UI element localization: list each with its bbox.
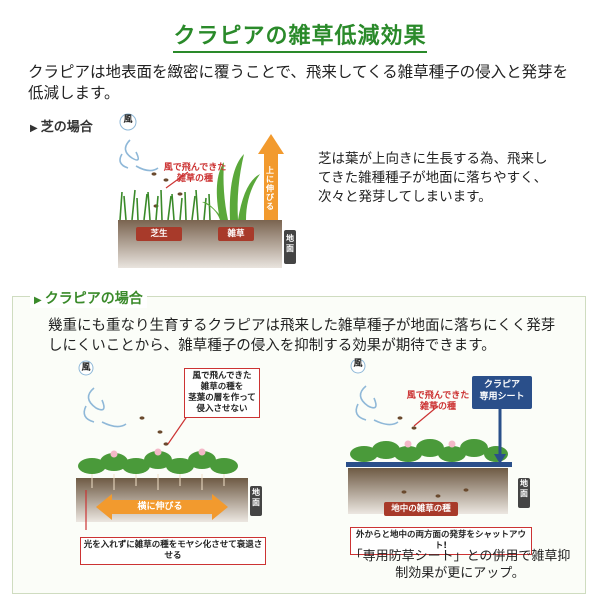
seed-callout: 風で飛んできた 雑草の種 xyxy=(163,163,227,184)
sheet-label: クラピア 専用シート xyxy=(472,376,532,409)
kurapia-heading: ▶クラピアの場合 xyxy=(30,288,147,308)
kurapia-leaf-mat xyxy=(78,451,238,474)
spread-label: 横に伸びる xyxy=(137,502,183,512)
kurapia-leaf-mat xyxy=(350,439,508,462)
ground-label: 地面 xyxy=(284,234,296,254)
callout-pointer xyxy=(413,405,439,427)
weed-plant xyxy=(202,154,260,220)
wind-label: 風 xyxy=(81,363,91,373)
shiba-heading-text: 芝の場合 xyxy=(40,120,93,135)
wind-badge xyxy=(119,113,137,131)
bottom-note: 「専用防草シート」との併用で雑草抑制効果が更にアップ。 xyxy=(349,549,571,581)
roots xyxy=(91,474,225,490)
triangle-icon: ▶ xyxy=(34,295,42,306)
shiba-illustration xyxy=(118,113,296,268)
page-title: クラピアの雑草低減効果 xyxy=(0,18,600,53)
grow-up-arrow xyxy=(258,134,284,220)
left-callout: 風で飛んできた 雑草の種を 茎葉の層を作って 侵入させない xyxy=(184,368,260,418)
page-title-text: クラピアの雑草低減効果 xyxy=(173,24,427,53)
grow-up-label: 上に伸びる xyxy=(266,166,274,211)
kurapia-description: 幾重にも重なり生育するクラピアは飛来した雑草種子が地面に落ちにくく発芽しにくいこ… xyxy=(48,318,556,354)
grass-tag: 芝生 xyxy=(136,227,182,241)
spread-arrow xyxy=(96,494,228,520)
weed-tag: 雑草 xyxy=(218,227,254,241)
right-callout: 風で飛んできた 雑草の種 xyxy=(406,391,470,412)
kurapia-heading-text: クラピアの場合 xyxy=(44,291,143,307)
triangle-icon: ▶ xyxy=(30,123,38,134)
weed-sheet xyxy=(346,462,512,467)
grass-blades xyxy=(119,189,211,221)
wind-label: 風 xyxy=(123,115,133,125)
wind-badge xyxy=(78,360,94,376)
wind-icon xyxy=(355,385,399,426)
left-footer: 光を入れずに雑草の種をモヤシ化させて衰退させる xyxy=(80,537,266,565)
shiba-heading: ▶芝の場合 xyxy=(30,116,93,135)
kurapia-left-illustration xyxy=(76,360,262,530)
intro-text: クラピアは地表面を緻密に覆うことで、飛来してくる雑草種子の侵入と発芽を低減します… xyxy=(28,63,569,102)
seed-icons xyxy=(397,416,469,498)
flower-icons xyxy=(404,440,456,448)
shiba-description: 芝は葉が上向きに生長する為、飛来してきた雑種種子が地面に落ちやすく、次々と発芽し… xyxy=(318,151,548,205)
wind-icon xyxy=(83,387,127,428)
wind-icon xyxy=(119,139,159,172)
right-footer: 外からと地中の両方面の発芽をシャットアウト! xyxy=(350,527,532,555)
ground-label: 地面 xyxy=(250,488,262,508)
kurapia-right-illustration xyxy=(346,360,530,514)
sheet-pointer-head xyxy=(494,454,506,464)
ground-label: 地面 xyxy=(518,479,530,499)
flower-icons xyxy=(110,448,206,458)
callout-pointer xyxy=(165,171,189,189)
seed-icons xyxy=(139,416,169,446)
wind-label: 風 xyxy=(353,359,363,369)
underground-seed-tag: 地中の雑草の種 xyxy=(384,502,458,516)
wind-badge xyxy=(350,360,366,374)
